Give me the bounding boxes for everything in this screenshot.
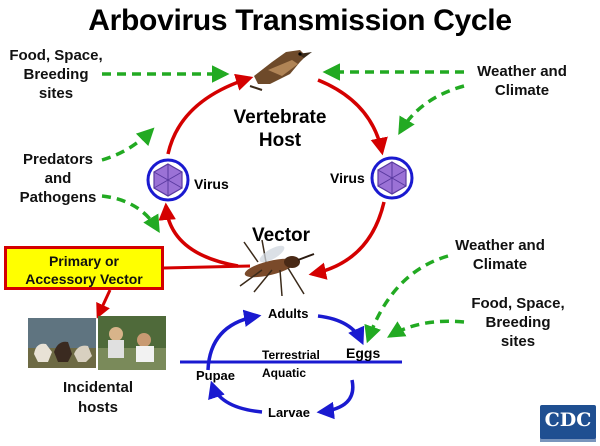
cycle-arrow-virus-right-to-vector — [308, 201, 386, 280]
diagram-title: Arbovirus Transmission Cycle — [88, 4, 512, 37]
cycle-arrow-host-to-virus-right — [317, 78, 388, 156]
label-predators-pathogens: Predators and Pathogens — [8, 150, 108, 207]
label-vector: Vector — [251, 225, 311, 246]
label-line: and — [44, 170, 72, 187]
label-line: Breeding — [485, 314, 551, 331]
cdc-logo: CDC — [540, 405, 596, 439]
label-aquatic: Aquatic — [262, 366, 307, 380]
cdc-logo-band — [540, 437, 596, 442]
arrow-vector-to-primary-box — [163, 264, 251, 270]
label-terrestrial: Terrestrial — [262, 348, 320, 362]
primary-accessory-vector-box: Primary or Accessory Vector — [4, 246, 164, 290]
cycle-arrow-vector-to-virus-left — [158, 202, 239, 268]
label-line: Vertebrate — [233, 107, 327, 128]
label-larvae: Larvae — [268, 405, 310, 420]
horses-photo — [28, 318, 96, 368]
label-line: Accessory Vector — [25, 271, 143, 287]
influence-arrow-weather-to-right-cycle — [398, 84, 465, 136]
life-arrow-adults-to-eggs — [317, 314, 365, 346]
cycle-arrow-virus-left-to-host — [166, 73, 254, 155]
label-line: Predators — [22, 151, 94, 168]
label-eggs: Eggs — [346, 345, 381, 361]
bird-icon — [249, 50, 312, 91]
label-weather-climate-top: Weather and Climate — [460, 62, 584, 100]
influence-arrow-food-to-eggs — [386, 319, 465, 338]
influence-arrow-pathogens-to-vector — [101, 194, 160, 234]
life-arrow-eggs-to-larvae — [316, 379, 355, 420]
mosquito-icon — [239, 239, 315, 297]
people-photo — [98, 316, 166, 370]
label-line: Climate — [494, 82, 550, 99]
label-line: Breeding — [23, 66, 89, 83]
influence-arrow-weather-to-eggs — [364, 254, 449, 344]
label-line: sites — [500, 333, 536, 350]
label-incidental-hosts: Incidental hosts — [28, 378, 168, 418]
label-food-space-breeding-right: Food, Space, Breeding sites — [462, 294, 574, 351]
influence-arrow-predators-to-cycle — [101, 127, 155, 162]
label-vertebrate-host: Vertebrate Host — [214, 106, 346, 152]
label-line: Incidental — [62, 379, 133, 396]
arrow-box-to-incidental-hosts — [96, 289, 112, 319]
virus-icon — [370, 156, 414, 200]
life-arrow-larvae-to-pupae — [208, 380, 263, 414]
label-line: Primary or — [48, 253, 120, 269]
label-line: Climate — [472, 256, 528, 273]
label-line: Food, Space, — [471, 295, 565, 312]
label-virus-left: Virus — [194, 176, 229, 192]
virus-icon — [146, 158, 190, 202]
label-weather-climate-mid: Weather and Climate — [438, 236, 562, 274]
label-line: Host — [258, 130, 302, 151]
label-line: sites — [38, 85, 74, 102]
label-food-space-breeding-left: Food, Space, Breeding sites — [0, 46, 112, 103]
label-adults: Adults — [268, 306, 309, 321]
label-pupae: Pupae — [196, 368, 236, 383]
label-line: hosts — [77, 399, 118, 416]
label-line: Food, Space, — [9, 47, 103, 64]
label-line: Pathogens — [19, 189, 97, 206]
label-line: Weather and — [477, 63, 567, 80]
label-line: Weather and — [455, 237, 545, 254]
label-virus-right: Virus — [330, 170, 365, 186]
